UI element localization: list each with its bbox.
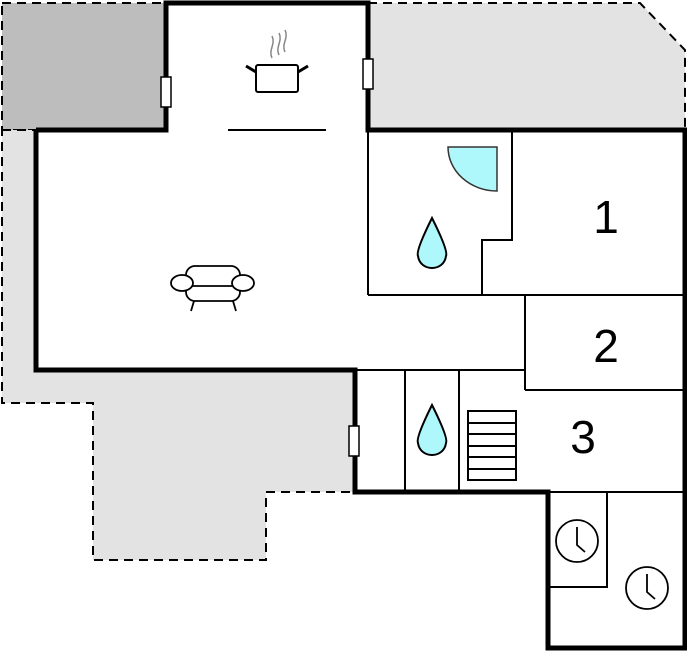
shower-icon — [447, 146, 498, 192]
staircase-icon — [467, 410, 517, 481]
window — [348, 425, 360, 457]
terrace-left-bottom — [1, 129, 356, 561]
clock-icon — [625, 566, 669, 610]
clock-icon — [555, 519, 599, 563]
bathroom-wall — [481, 130, 513, 295]
windows — [160, 58, 374, 457]
closet-wall — [548, 492, 608, 588]
armchair-icon — [170, 265, 255, 312]
water-drop-icon — [416, 402, 448, 456]
room-label-1: 1 — [593, 191, 619, 243]
room-label-2: 2 — [593, 320, 619, 372]
interior-walls — [228, 129, 685, 588]
interior — [36, 3, 685, 648]
window — [362, 58, 374, 90]
exterior-wall — [33, 0, 687, 651]
terrace-top-right — [367, 2, 686, 131]
cooking-pot-icon — [245, 29, 309, 93]
terrace-dark-top-left — [1, 2, 167, 131]
window — [160, 76, 172, 108]
water-drop-icon — [416, 215, 448, 269]
terraces — [1, 2, 686, 561]
room-label-3: 3 — [570, 411, 596, 463]
